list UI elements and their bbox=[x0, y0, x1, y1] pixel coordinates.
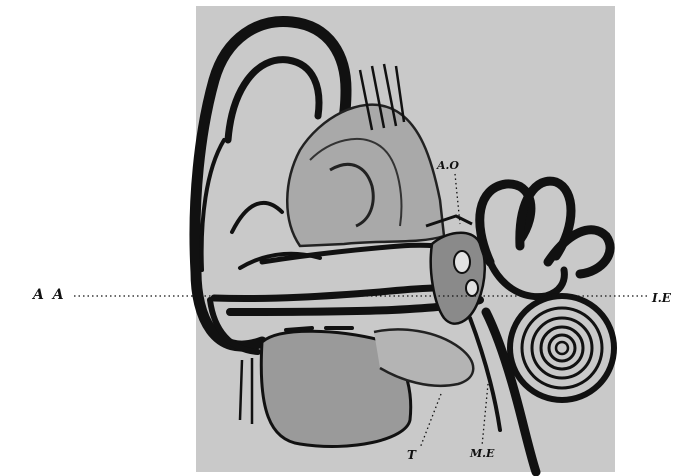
label-me: M.E bbox=[470, 448, 494, 459]
label-ie: I.E bbox=[652, 292, 671, 304]
label-t: T bbox=[407, 449, 416, 461]
leader-line-me bbox=[482, 384, 488, 446]
temporal-bone bbox=[287, 64, 444, 246]
label-aa: A A bbox=[33, 288, 66, 302]
label-ao: A.O bbox=[437, 160, 459, 171]
semicircular-canals bbox=[480, 181, 610, 297]
lower-tissue bbox=[240, 328, 473, 447]
cochlea bbox=[510, 296, 614, 400]
leader-line-t bbox=[420, 394, 441, 448]
